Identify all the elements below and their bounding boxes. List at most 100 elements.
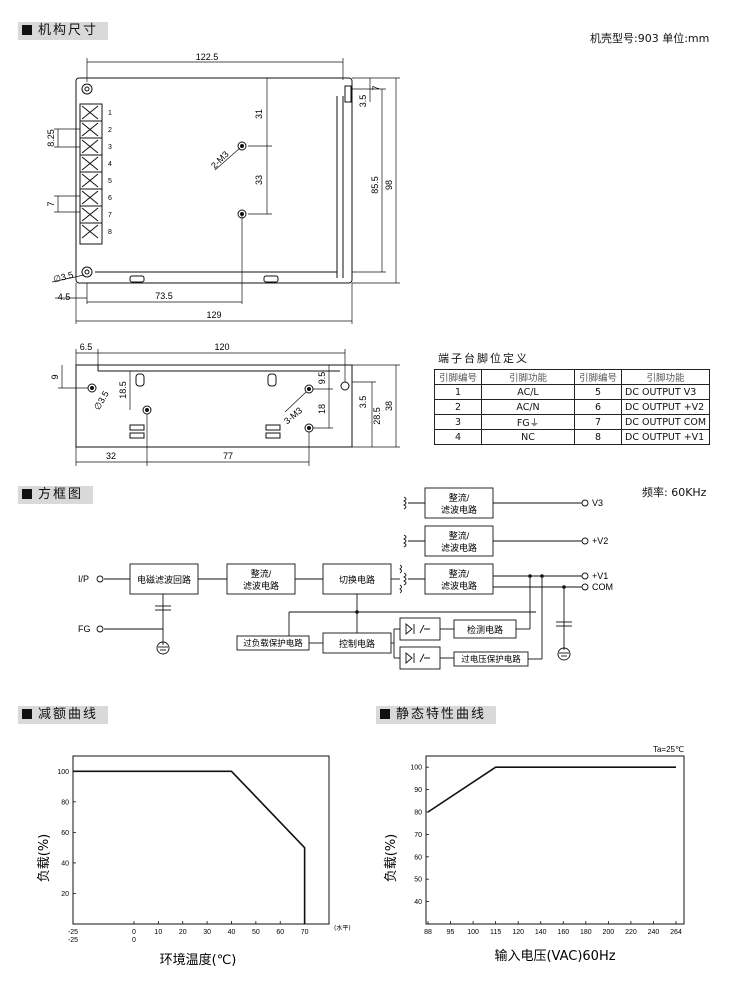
dim-32: 32: [106, 451, 116, 461]
dim-2-m3: 2-M3: [209, 149, 231, 171]
dim-122-5: 122.5: [196, 52, 219, 62]
y-tick-label: 80: [61, 799, 69, 806]
x-tick-label: 70: [301, 929, 309, 936]
static-annotation: Ta=25℃: [653, 745, 684, 754]
dim-77: 77: [223, 451, 233, 461]
block-rect-v3-line1: 整流/: [449, 492, 470, 503]
block-emi: 电磁滤波回路: [137, 574, 191, 585]
derating-x-unit: (水平): [334, 924, 351, 932]
x-tick-label: -25: [68, 929, 78, 936]
dim-8-25: 8.25: [46, 129, 56, 147]
block-rect-v2-line1: 整流/: [449, 530, 470, 541]
dim-4-5: 4.5: [58, 292, 71, 302]
block-diagram: 电磁滤波回路 整流/ 滤波电路 切换电路 整流/ 滤波电路 整流/ 滤波电路 整…: [78, 487, 613, 670]
pin-table-header: 引脚编号 引脚功能 引脚编号 引脚功能: [434, 369, 711, 385]
dim-hole-3-5: ∅3.5: [52, 270, 74, 285]
y-tick-label: 40: [61, 860, 69, 867]
dim-38: 38: [384, 401, 394, 411]
frequency-label: 频率: 60KHz: [642, 486, 707, 499]
x-tick-label: 30: [203, 929, 211, 936]
dim-98: 98: [384, 180, 394, 190]
dim-33: 33: [254, 175, 264, 185]
block-rect-v3-line2: 滤波电路: [441, 504, 477, 515]
y-tick-label: 90: [414, 787, 422, 794]
block-switch: 切换电路: [339, 574, 375, 585]
x-tick-label: 160: [557, 929, 569, 936]
dim-85-5: 85.5: [370, 176, 380, 194]
x-tick-label: 50: [252, 929, 260, 936]
top-view-drawing: 122.5 31 33 2-M3 85.5 98 7 3.5 8.25 7 ∅3…: [46, 52, 400, 324]
side-view-drawing: 6.5 120 9 18.5 ∅3.5 9.5 18 3-M3 3.5 28.5…: [50, 342, 400, 466]
x-tick-label: 20: [179, 929, 187, 936]
svg-text:6: 6: [108, 195, 112, 202]
dim-9-5: 9.5: [317, 372, 327, 385]
x-tick-label: 240: [648, 929, 660, 936]
y-tick-label: 50: [414, 877, 422, 884]
dim-6-5: 6.5: [80, 342, 93, 352]
block-detect: 检测电路: [467, 624, 503, 635]
x-tick-label: 120: [512, 929, 524, 936]
x-tick-label: 95: [447, 929, 455, 936]
block-control: 控制电路: [339, 638, 375, 649]
dim-9: 9: [50, 374, 60, 379]
dim-120: 120: [214, 342, 229, 352]
section-header-mechanical: 机构尺寸: [18, 22, 109, 40]
derating-xlabel: 环境温度(℃): [160, 952, 237, 968]
y-tick-label: 60: [414, 854, 422, 861]
svg-text:8: 8: [108, 229, 112, 236]
x-tick-label: 140: [535, 929, 547, 936]
static-curve: [427, 766, 676, 813]
section-header-block-diagram: 方框图: [18, 486, 94, 504]
x-tick-label: 100: [467, 929, 479, 936]
square-bullet-icon: [380, 709, 390, 719]
block-rect-v2-line2: 滤波电路: [441, 542, 477, 553]
derating-ylabel: 负载(%): [37, 834, 52, 883]
dim-31: 31: [254, 109, 264, 119]
x-tick-label-secondary: 0: [132, 937, 136, 944]
output-com-label: COM: [592, 582, 613, 592]
x-tick-label: 264: [670, 929, 682, 936]
svg-text:1: 1: [108, 110, 112, 117]
dim-18-5: 18.5: [118, 381, 128, 399]
x-tick-label: 115: [490, 929, 501, 936]
svg-text:7: 7: [108, 212, 112, 219]
output-v3-label: V3: [592, 498, 603, 508]
block-rect-v1-line1: 整流/: [449, 568, 470, 579]
square-bullet-icon: [22, 489, 32, 499]
static-ylabel: 负载(%): [384, 834, 399, 883]
svg-text:2: 2: [108, 127, 112, 134]
dim-3-5-right: 3.5: [358, 95, 368, 108]
y-tick-label: 80: [414, 810, 422, 817]
y-tick-label: 70: [414, 832, 422, 839]
dim-3-m3: 3-M3: [282, 405, 304, 426]
pin-table-title: 端子台脚位定义: [438, 352, 529, 365]
block-rect-v1-line2: 滤波电路: [441, 580, 477, 591]
section-header-static: 静态特性曲线: [376, 706, 497, 724]
x-tick-label: 0: [132, 929, 136, 936]
x-tick-label: 220: [625, 929, 637, 936]
dim-hole-3-5-side: ∅3.5: [92, 389, 111, 412]
square-bullet-icon: [22, 709, 32, 719]
square-bullet-icon: [22, 25, 32, 35]
output-v2-label: +V2: [592, 536, 608, 546]
y-tick-label: 40: [414, 899, 422, 906]
block-overload: 过负载保护电路: [243, 638, 303, 648]
y-tick-label: 100: [57, 769, 69, 776]
x-tick-label: 88: [424, 929, 432, 936]
block-rect1-line1: 整流/: [251, 568, 272, 579]
input-fg-label: FG: [78, 624, 91, 634]
y-tick-label: 60: [61, 830, 69, 837]
x-tick-label: 10: [154, 929, 162, 936]
x-tick-label-secondary: -25: [68, 937, 78, 944]
dim-18: 18: [317, 404, 327, 414]
block-ovp: 过电压保护电路: [461, 654, 521, 664]
static-xlabel: 输入电压(VAC)60Hz: [494, 948, 615, 964]
svg-text:3: 3: [108, 144, 112, 151]
x-tick-label: 60: [276, 929, 284, 936]
input-ip-label: I/P: [78, 574, 89, 584]
